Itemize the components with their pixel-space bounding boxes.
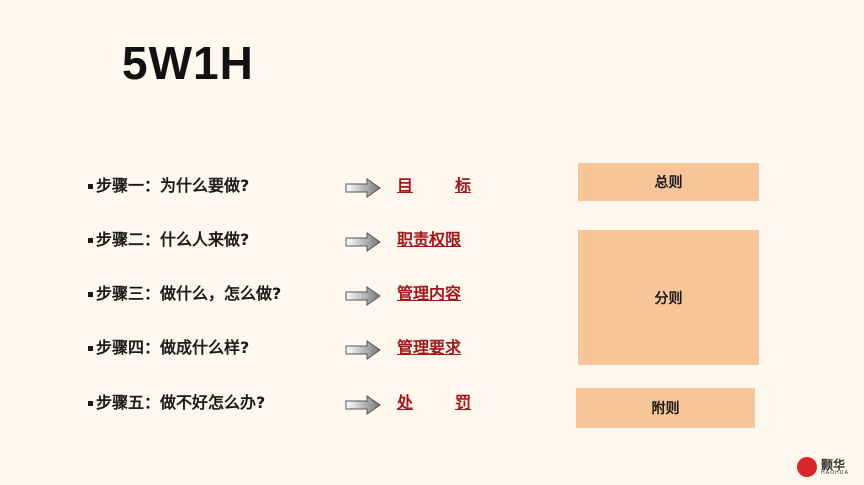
haohua-logo: 颢华 HAOHUA: [797, 457, 849, 477]
bullet-icon: [88, 401, 93, 406]
arrow-right-icon: [345, 178, 381, 198]
bullet-icon: [88, 184, 93, 189]
logo-mark-icon: [797, 457, 817, 477]
section-supplementary: 附则: [576, 388, 755, 428]
step-item: 步骤二：什么人来做?: [88, 228, 249, 252]
step-label: 步骤三：做什么，怎么做?: [96, 284, 282, 303]
link-text: 职责权限: [397, 230, 462, 249]
step-label: 步骤二：什么人来做?: [96, 230, 250, 249]
step-item: 步骤五：做不好怎么办?: [88, 391, 265, 415]
section-detail: 分则: [578, 230, 759, 365]
arrow-right-icon: [345, 232, 381, 252]
step-target-link[interactable]: 职责权限: [397, 228, 471, 252]
slide-title: 5W1H: [122, 37, 254, 89]
step-item: 步骤三：做什么，怎么做?: [88, 282, 281, 306]
step-label: 步骤五：做不好怎么办?: [96, 393, 266, 412]
section-general: 总则: [578, 163, 759, 201]
link-text: 处: [397, 393, 414, 412]
link-text: 管理内容: [397, 284, 462, 303]
logo-cn: 颢华: [821, 457, 846, 472]
step-label: 步骤四：做成什么样?: [96, 338, 250, 357]
bullet-icon: [88, 346, 93, 351]
step-target-link[interactable]: 目标: [397, 174, 471, 198]
step-item: 步骤四：做成什么样?: [88, 336, 249, 360]
logo-en: HAOHUA: [821, 469, 849, 476]
link-text: 目: [397, 176, 414, 195]
step-label: 步骤一：为什么要做?: [96, 176, 250, 195]
link-text: 罚: [454, 393, 471, 412]
link-text: 标: [454, 176, 471, 195]
arrow-right-icon: [345, 286, 381, 306]
arrow-right-icon: [345, 340, 381, 360]
link-text: 管理要求: [397, 338, 462, 357]
bullet-icon: [88, 238, 93, 243]
step-item: 步骤一：为什么要做?: [88, 174, 249, 198]
bullet-icon: [88, 292, 93, 297]
step-target-link[interactable]: 处罚: [397, 391, 471, 415]
arrow-right-icon: [345, 395, 381, 415]
step-target-link[interactable]: 管理内容: [397, 282, 471, 306]
step-target-link[interactable]: 管理要求: [397, 336, 471, 360]
